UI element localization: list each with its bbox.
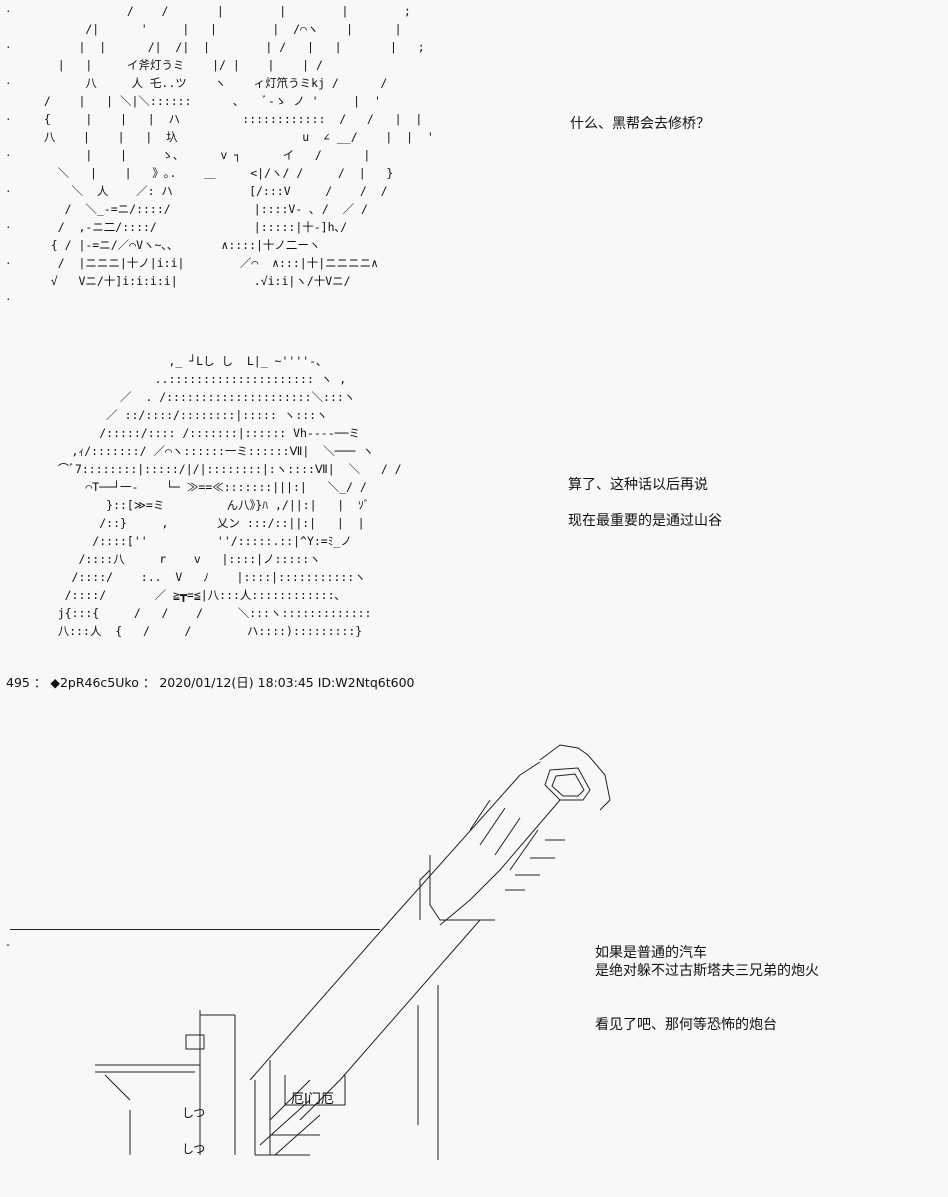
cannon-mount-frame xyxy=(199,1010,236,1155)
cannon-deck xyxy=(95,1064,200,1073)
cannon-plate-text: 厄I门厄 xyxy=(291,1092,334,1107)
cannon-mark: しつ xyxy=(182,1106,206,1120)
cannon-muzzle-bore xyxy=(551,773,585,797)
cannon-breech xyxy=(429,855,495,921)
dialogue-panel-2: 算了、这种话以后再说 现在最重要的是通过山谷 xyxy=(568,476,722,530)
cannon-barrel-bands xyxy=(469,799,539,871)
post-number: 495 xyxy=(6,675,30,690)
post-datetime: 2020/01/12(日) 18:03:45 xyxy=(159,675,314,690)
cannon-muzzle xyxy=(539,744,611,801)
cannon-mark: しつ xyxy=(182,1142,206,1156)
dialogue-line: 算了、这种话以后再说 xyxy=(568,477,708,493)
cannon-housing xyxy=(254,1060,310,1156)
cannon-barrel-lower-edge xyxy=(439,799,561,926)
post-header: 495 ： ◆2pR46c5Uko ： 2020/01/12(日) 18:03:… xyxy=(6,674,415,692)
cannon-muzzle-edge xyxy=(519,761,541,776)
cannon-breech-edge xyxy=(419,869,431,920)
cannon-muzzle-ring xyxy=(544,767,591,801)
post-tripcode: ◆2pR46c5Uko xyxy=(50,675,139,690)
cannon-barrel-shading xyxy=(505,839,565,891)
post-separator: ： xyxy=(33,675,47,690)
ascii-art-panel-1: / / | | | ; /| ' | | | /⌒ヽ | | | | /| /|… xyxy=(43,4,434,288)
dialogue-line: 如果是普通的汽车 xyxy=(595,945,707,961)
ground-line xyxy=(10,929,380,930)
cannon-barrel-edge xyxy=(599,799,611,811)
dialogue-line: 现在最重要的是通过山谷 xyxy=(568,513,722,529)
cannon-support-column xyxy=(417,985,439,1160)
margin-dots-1: . . . . . . . . . xyxy=(5,2,12,303)
dialogue-line: 看见了吧、那何等恐怖的炮台 xyxy=(595,1017,777,1033)
dialogue-panel-1: 什么、黑帮会去修桥？ xyxy=(570,115,710,133)
cannon-barrel-upper-edge xyxy=(249,774,521,1081)
post-separator: ： xyxy=(142,675,156,690)
post-id: ID:W2Ntq6t600 xyxy=(317,675,415,690)
margin-dash: - xyxy=(6,938,10,951)
dialogue-panel-3a: 如果是普通的汽车 是绝对躲不过古斯塔夫三兄弟的炮火 xyxy=(595,944,819,980)
dialogue-line: 是绝对躲不过古斯塔夫三兄弟的炮火 xyxy=(595,963,819,979)
dialogue-panel-3b: 看见了吧、那何等恐怖的炮台 xyxy=(595,1016,777,1034)
ascii-art-panel-2: ,_ ┘Lし し L|_ ~''''-､ ..:::::::::::::::::… xyxy=(57,354,402,638)
dialogue-line: 什么、黑帮会去修桥？ xyxy=(570,116,710,132)
cannon-deck-support xyxy=(104,1074,131,1155)
